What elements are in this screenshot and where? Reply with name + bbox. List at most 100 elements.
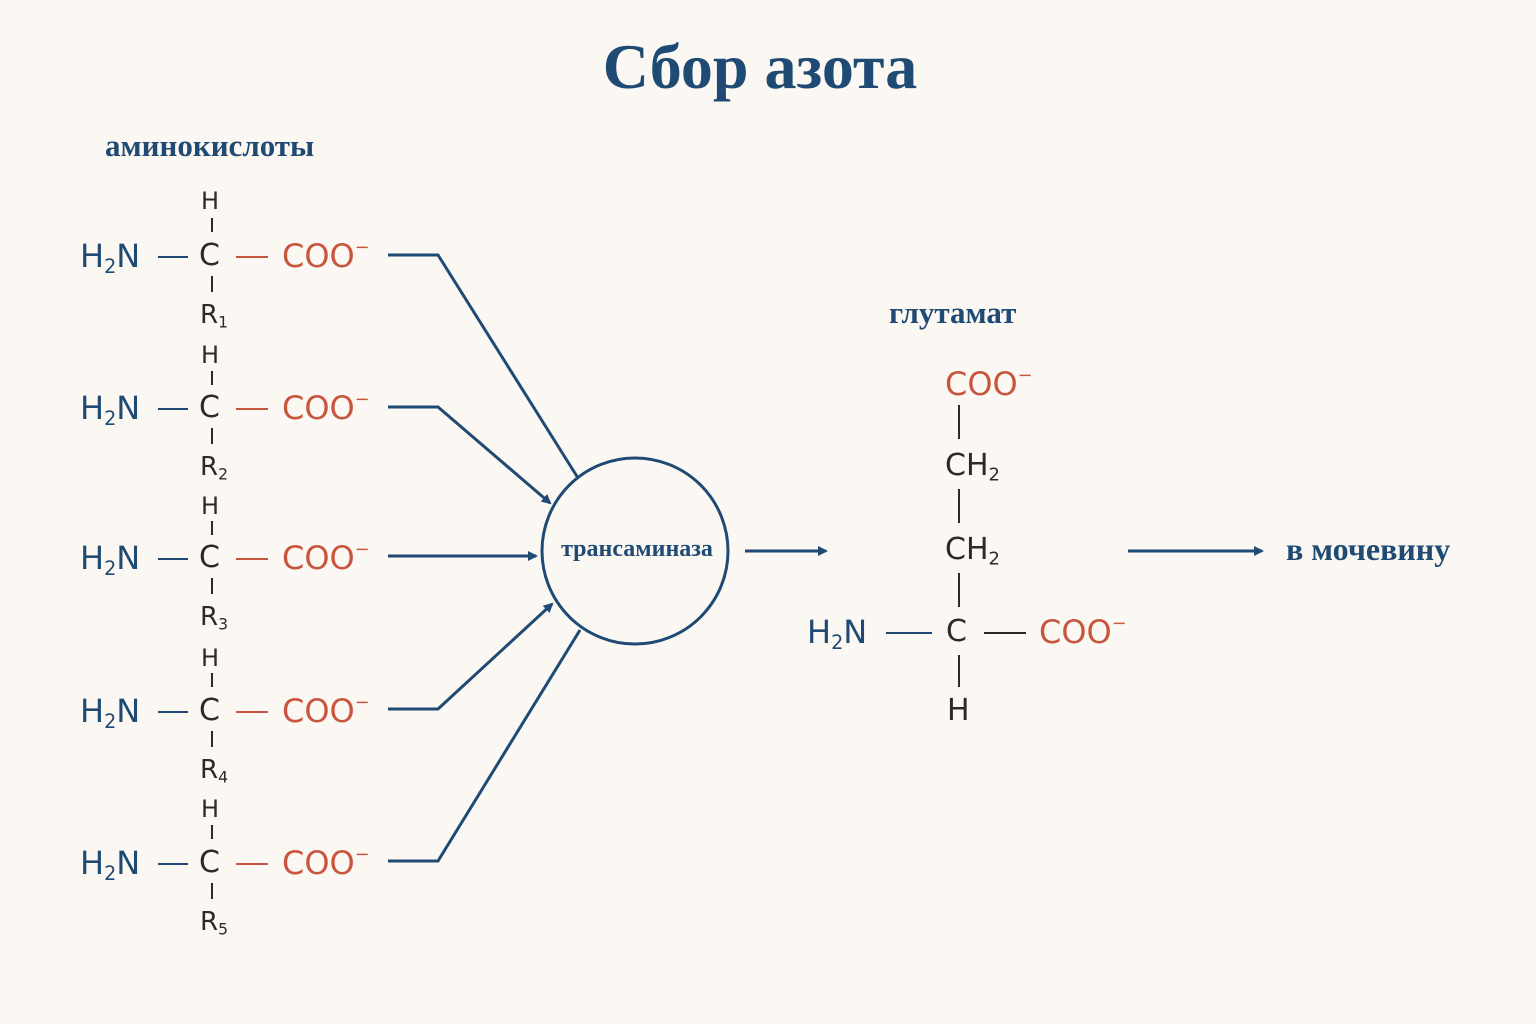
amine-subscript: 2 [104,709,117,733]
bond-n-c [158,711,188,713]
enzyme-label: трансаминаза [561,536,713,562]
amine-n: N [116,692,141,730]
bond-c-h [958,655,960,687]
bond-c-h [211,521,213,535]
r-letter: R [200,300,219,330]
amine-group: H2N [80,692,141,731]
glutamate-alpha-carbon: C [946,614,967,649]
carboxyl-text: COO [945,365,1018,403]
amine-n: N [116,389,141,427]
destination-label: в мочевину [1286,531,1451,567]
amino-acid-top-h: H [201,492,220,520]
alpha-carbon: C [199,845,220,880]
amine-subscript: 2 [104,406,117,430]
amine-h: H [80,844,105,882]
bond-c-coo [236,863,268,865]
charge: − [354,844,370,865]
alpha-carbon: C [199,238,220,273]
bond-coo-ch2 [958,405,960,439]
side-chain-r: R5 [200,909,228,937]
arrow-aa5-to-enzyme [388,629,582,863]
r-subscript: 3 [218,615,228,634]
bond-n-c [158,408,188,410]
amine-subscript: 2 [104,254,117,278]
carboxyl-text: COO [1039,613,1112,651]
carboxyl-group: COO− [282,539,369,577]
amine-n: N [116,237,141,275]
charge: − [1017,365,1033,386]
side-chain-r: R3 [200,602,228,632]
glutamate-carboxyl: COO− [1039,613,1127,651]
page-title: Сбор азота [602,31,918,102]
glutamate-ch2-a: CH2 [945,448,1000,484]
amine-group: H2N [80,237,141,276]
arrow-aa4-to-enzyme [388,602,554,711]
glutamate-amine: H2N [807,613,868,652]
glutamate-top-carboxyl: COO− [945,365,1033,403]
arrow-aa1-to-enzyme [388,253,580,479]
carboxyl-group: COO− [282,237,369,275]
bond-c-coo [984,632,1026,634]
r-subscript: 2 [218,465,228,484]
charge: − [354,389,370,410]
r-letter: R [200,602,219,632]
amine-group: H2N [80,539,141,578]
alpha-carbon: C [199,693,220,728]
amino-acid-top-h: H [201,187,220,215]
amine-subscript: 2 [831,630,844,654]
bond-ch2-ch2 [958,489,960,523]
alpha-carbon: C [199,540,220,575]
amino-acids-heading: аминокислоты [105,128,315,163]
amine-h: H [80,539,105,577]
bond-n-c [158,558,188,560]
amino-acid-top-h: H [201,341,220,369]
carboxyl-text: COO [282,237,355,275]
carboxyl-text: COO [282,539,355,577]
amine-subscript: 2 [104,861,117,885]
bond-c-coo [236,711,268,713]
amine-h: H [807,613,832,651]
charge: − [1111,613,1127,634]
side-chain-r: R4 [200,755,228,785]
amine-h: H [80,692,105,730]
bond-c-h [211,371,213,385]
carboxyl-group: COO− [282,844,370,882]
glutamate-heading: глутамат [889,295,1017,330]
r-subscript: 1 [218,313,228,332]
alpha-carbon: C [199,390,220,425]
bond-c-coo [236,408,268,410]
amine-n: N [843,613,868,651]
carboxyl-text: COO [282,389,355,427]
glutamate-bottom-h: H [947,693,970,728]
bond-c-r [211,276,213,292]
amine-group: H2N [80,389,141,428]
ch-text: CH [945,448,989,483]
bond-n-c [886,632,932,634]
charge: − [354,692,370,713]
r-letter: R [200,755,219,785]
ch-text: CH [945,532,989,567]
ch-subscript: 2 [988,464,1000,486]
bond-c-h [211,825,213,839]
amine-n: N [116,844,141,882]
bond-c-r [211,883,213,899]
amine-h: H [80,389,105,427]
side-chain-r: R1 [200,300,228,330]
ch-subscript: 2 [988,548,1000,570]
carboxyl-text: COO [282,844,355,882]
r-letter: R [200,452,219,482]
bond-c-coo [236,558,268,560]
amine-h: H [80,237,105,275]
bond-c-h [211,673,213,687]
amine-subscript: 2 [104,556,117,580]
bond-ch2-c [958,573,960,607]
enzyme-circle [540,456,730,646]
amine-n: N [116,539,141,577]
amino-acid-top-h: H [201,644,220,672]
bond-c-r [211,578,213,594]
bond-c-r [211,428,213,444]
bond-c-coo [236,256,268,258]
glutamate-ch2-b: CH2 [945,532,1000,568]
r-subscript: 4 [218,768,228,787]
amine-group: H2N [80,844,141,883]
